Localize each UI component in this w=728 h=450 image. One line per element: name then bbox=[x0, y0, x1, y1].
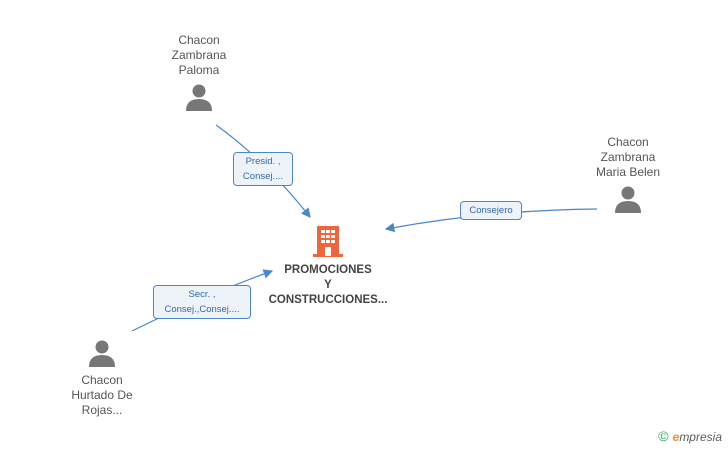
relation-label-hurtado[interactable]: Secr. , Consej.,Consej.... bbox=[153, 285, 251, 319]
person-icon bbox=[615, 186, 641, 213]
relation-label-paloma[interactable]: Presid. , Consej.... bbox=[233, 152, 293, 186]
relation-label-maria-belen[interactable]: Consejero bbox=[460, 201, 522, 220]
person-icon bbox=[186, 84, 212, 111]
empresia-brand: ©empresia bbox=[658, 428, 722, 444]
person-name[interactable]: Chacon Zambrana Paloma bbox=[171, 33, 227, 77]
empresia-logo-e: e bbox=[672, 430, 680, 444]
person-hurtado-de-rojas[interactable]: Chacon Hurtado De Rojas... bbox=[56, 338, 148, 418]
person-maria-belen[interactable]: Chacon Zambrana Maria Belen bbox=[582, 135, 674, 214]
person-name[interactable]: Chacon Zambrana Maria Belen bbox=[595, 135, 661, 179]
building-icon bbox=[313, 226, 343, 257]
person-name[interactable]: Chacon Hurtado De Rojas... bbox=[71, 373, 133, 417]
person-paloma[interactable]: Chacon Zambrana Paloma bbox=[153, 33, 245, 112]
empresia-logo-text: mpresia bbox=[679, 430, 722, 444]
copyright-icon: © bbox=[658, 428, 669, 444]
person-icon bbox=[89, 340, 115, 367]
company-name[interactable]: PROMOCIONES Y CONSTRUCCIONES... bbox=[268, 264, 388, 306]
company-node[interactable]: PROMOCIONES Y CONSTRUCCIONES... bbox=[264, 224, 392, 308]
